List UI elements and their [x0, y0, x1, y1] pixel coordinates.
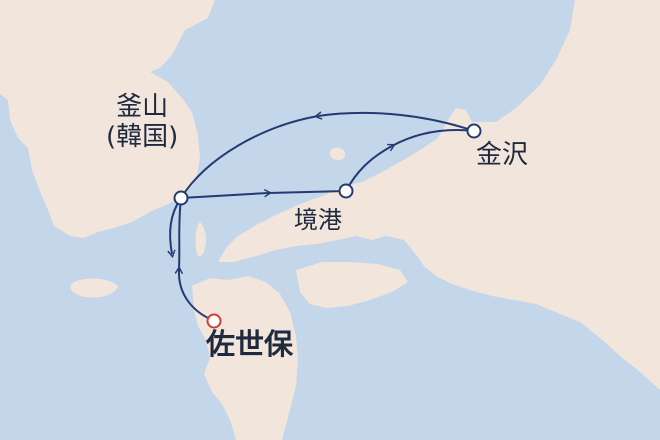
land-honshu: [218, 0, 660, 390]
route-leg-busan-sakaiminato: [180, 188, 273, 199]
port-marker-sakaiminato: [338, 183, 354, 199]
port-marker-kanazawa: [466, 123, 482, 139]
port-label-kanazawa: 金沢: [476, 140, 529, 170]
route-leg-sakaiminato-kanazawa-cont: [391, 129, 475, 147]
land-oki: [329, 147, 346, 161]
route-leg-sasebo-busan: [174, 265, 213, 321]
port-marker-sasebo: [206, 313, 222, 329]
land-shikoku: [296, 262, 408, 308]
port-label-sasebo: 佐世保: [206, 327, 294, 361]
land-tsushima: [195, 222, 207, 257]
port-marker-busan: [173, 190, 189, 206]
land-korea: [0, 0, 215, 238]
route-leg-kanazawa-busan-cont: [180, 115, 319, 199]
port-label-sakaiminato: 境港: [294, 206, 342, 234]
route-leg-busan-sakaiminato-cont: [267, 190, 347, 194]
route-leg-kanazawa-busan: [313, 111, 475, 132]
port-label-busan: 釜山 (韓国): [106, 92, 179, 152]
land-jeju: [70, 278, 118, 298]
